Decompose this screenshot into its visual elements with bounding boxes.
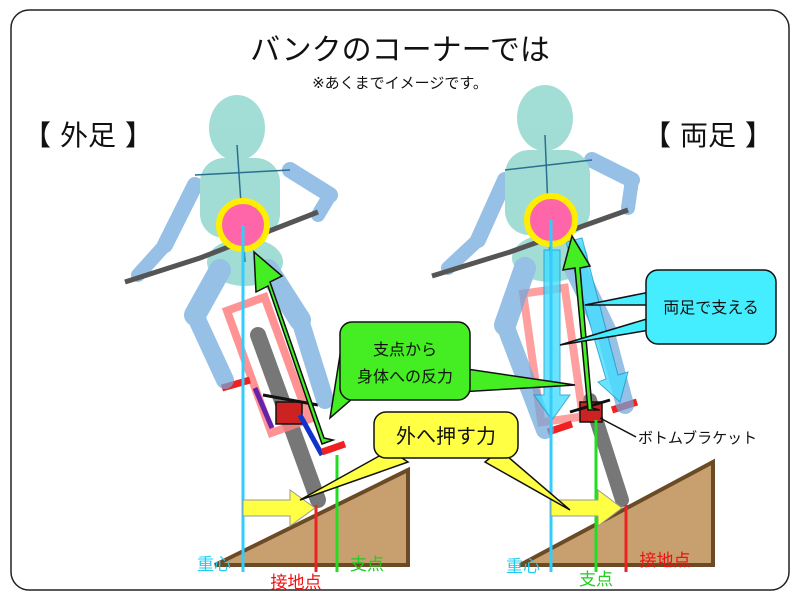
right-reaction-arrow [561, 234, 601, 411]
left-reaction-arrow [253, 250, 336, 445]
right-rider-upper-arm-r [584, 152, 640, 188]
left-panel-label: 【 外足 】 [23, 119, 153, 152]
right-rider-head [517, 85, 573, 151]
push-callout-text: 外へ押す力 [396, 424, 496, 448]
right-handlebar [431, 207, 629, 279]
left-pedal-arm-blue [297, 413, 325, 457]
left-rider-forearm-l [131, 238, 172, 282]
left-handlebar [124, 209, 319, 285]
left-bottom-bracket [275, 401, 303, 425]
left-bike-outline [221, 291, 315, 439]
right-rider-forearm-r [621, 173, 639, 215]
left-rider-shin-l [186, 306, 234, 389]
left-rider-upper-arm-r [282, 162, 338, 203]
left-rider-head [209, 95, 265, 161]
left-panel: 重心 接地点 支点 [124, 95, 410, 593]
left-push-arrow [242, 489, 316, 527]
both-feet-text: 両足で支える [663, 298, 759, 317]
left-pedal-arm-purple [252, 387, 275, 429]
left-cog-label: 重心 [197, 555, 231, 575]
right-rider-upper-arm-l [470, 172, 513, 248]
both-feet-box [645, 269, 777, 345]
right-panel-label: 【 両足 】 [643, 119, 773, 152]
reaction-callout: 支点から 身体への反力 [328, 321, 576, 420]
reaction-callout-box [339, 321, 471, 401]
right-contact-label: 接地点 [640, 551, 691, 571]
left-rider-shin-r [291, 311, 334, 409]
both-feet-callout: 両足で支える [559, 269, 777, 346]
left-rider-upper-arm-l [157, 177, 203, 253]
push-callout: 外へ押す力 [299, 411, 571, 511]
reaction-callout-line2: 身体への反力 [357, 367, 453, 386]
right-fulcrum-label: 支点 [579, 570, 613, 590]
right-skel-shoulders [504, 159, 593, 171]
push-callout-box [373, 411, 519, 459]
bottom-bracket-annotation: ボトムブラケット [599, 417, 757, 447]
right-push-arrow [550, 489, 623, 527]
bottom-bracket-label: ボトムブラケット [638, 429, 757, 447]
left-contact-label: 接地点 [271, 573, 322, 593]
right-rider-forearm-l [441, 233, 485, 275]
left-pedal-red-outer [320, 440, 347, 456]
diagram-title: バンクのコーナーでは [250, 33, 550, 68]
bottom-bracket-leader [599, 417, 637, 438]
right-cog-label: 重心 [506, 557, 540, 577]
diagram-subtitle: ※あくまでイメージです。 [312, 74, 488, 92]
left-ground-slope [214, 466, 410, 567]
right-rider-thigh-l [494, 257, 536, 336]
left-fulcrum-label: 支点 [350, 555, 384, 575]
reaction-callout-line1: 支点から [373, 340, 437, 359]
left-skel-shoulders [194, 169, 291, 176]
right-panel: 重心 支点 接地点 [431, 85, 715, 590]
left-rider-forearm-r [311, 188, 337, 222]
right-ground-slope [519, 458, 715, 567]
